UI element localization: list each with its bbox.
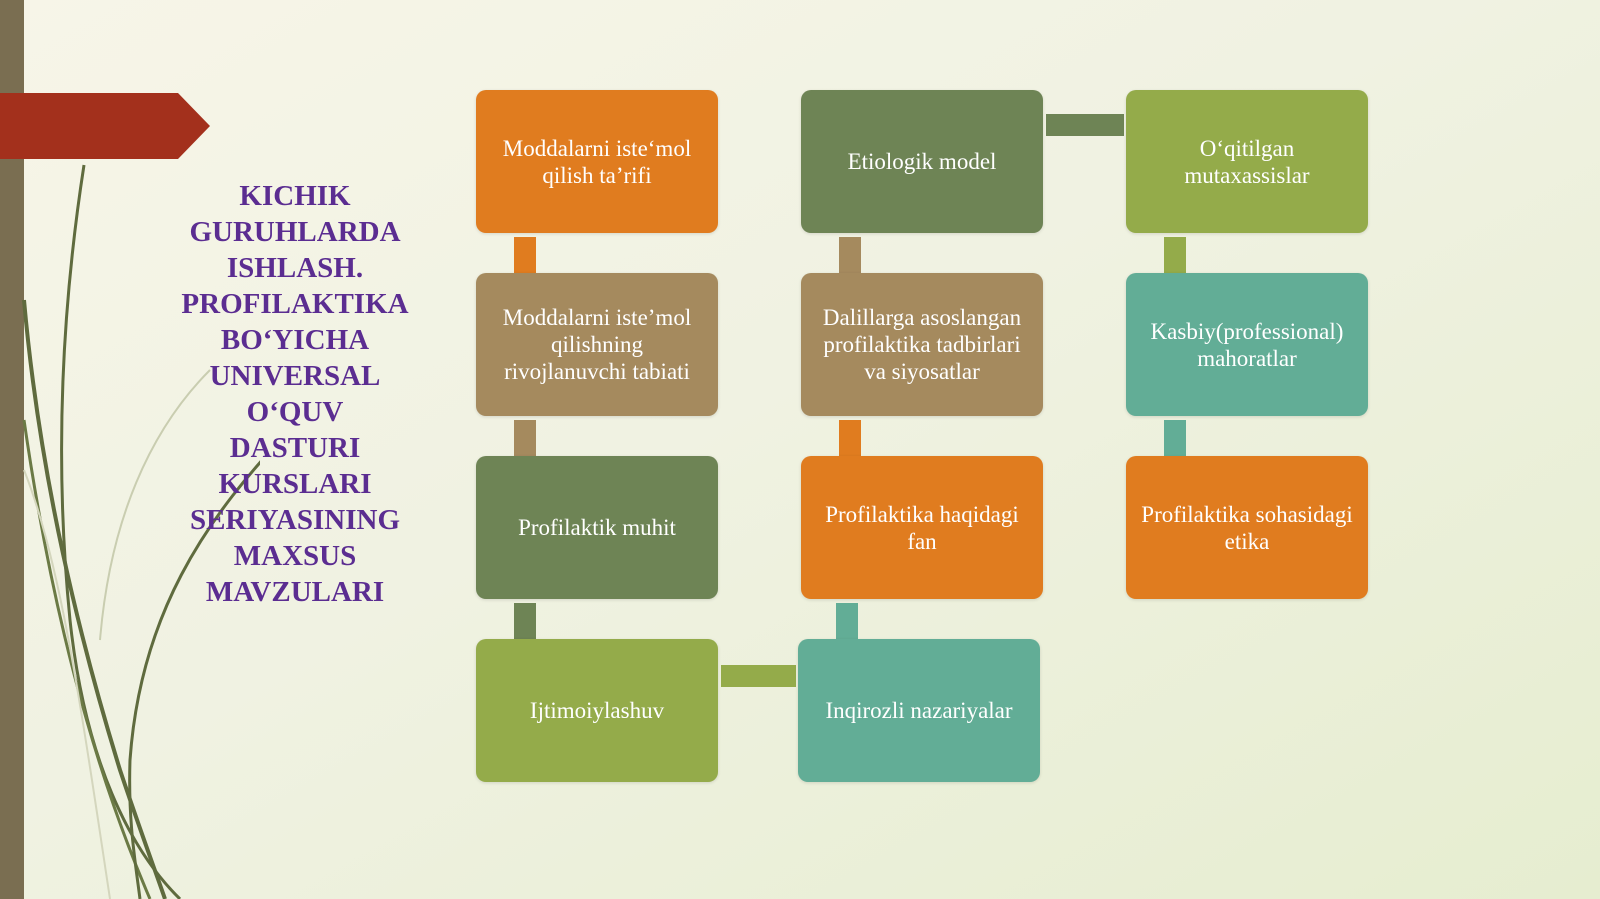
ribbon-arrow-shape [0, 93, 210, 159]
box-b8: Etiologik model [801, 90, 1043, 233]
box-b6: Profilaktika haqidagi fan [801, 456, 1043, 599]
box-label: Profilaktik muhit [518, 515, 676, 540]
connector [514, 237, 536, 273]
connector [1046, 114, 1124, 136]
slide-title: KICHIK GURUHLARDA ISHLASH. PROFILAKTIKA … [181, 180, 409, 608]
box-b2: Moddalarni iste’mol qilishning rivojlanu… [476, 273, 718, 416]
connector [721, 665, 796, 687]
connector [1164, 420, 1186, 456]
box-label: Kasbiy(professional) mahoratlar [1150, 318, 1344, 371]
box-b3: Profilaktik muhit [476, 456, 718, 599]
box-label: Profilaktika sohasidagi etika [1141, 501, 1353, 554]
box-b10: Kasbiy(professional) mahoratlar [1126, 273, 1368, 416]
box-label: Ijtimoiylashuv [529, 698, 665, 723]
box-b9: O‘qitilgan mutaxassislar [1126, 90, 1368, 233]
connector [839, 237, 861, 273]
box-label: Moddalarni iste’mol qilishning rivojlanu… [502, 305, 692, 384]
box-b11: Profilaktika sohasidagi etika [1126, 456, 1368, 599]
box-b7: Dalillarga asoslangan profilaktika tadbi… [801, 273, 1043, 416]
box-label: Etiologik model [847, 149, 997, 174]
title-ribbon [0, 93, 210, 159]
box-label: O‘qitilgan mutaxassislar [1184, 135, 1310, 188]
decorative-swoosh [22, 164, 260, 899]
box-label: Inqirozli nazariyalar [825, 698, 1013, 723]
box-label: Profilaktika haqidagi fan [825, 501, 1019, 554]
box-label: Dalillarga asoslangan profilaktika tadbi… [822, 305, 1022, 384]
box-b5: Inqirozli nazariyalar [798, 639, 1040, 782]
connector [514, 603, 536, 639]
box-label: Moddalarni iste‘mol qilish ta’rifi [502, 135, 692, 188]
connector [514, 420, 536, 456]
connector [1164, 237, 1186, 273]
connector [839, 420, 861, 456]
box-b4: Ijtimoiylashuv [476, 639, 718, 782]
connector [836, 603, 858, 639]
box-b1: Moddalarni iste‘mol qilish ta’rifi [476, 90, 718, 233]
